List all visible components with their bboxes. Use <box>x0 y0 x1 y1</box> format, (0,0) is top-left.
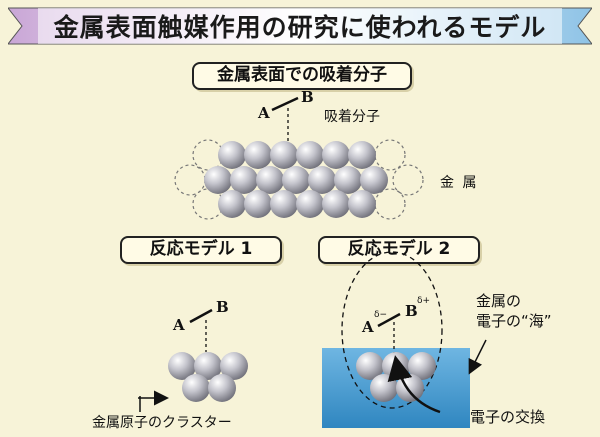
model2-atom-a: A <box>362 318 374 336</box>
atom-row-middle <box>204 166 388 194</box>
model1-bond <box>189 308 213 324</box>
top-adsorbed-molecule <box>271 96 299 142</box>
model2-delta-b: δ+ <box>417 296 431 306</box>
exchange-label: 電子の交換 <box>470 408 546 426</box>
sea-label-line1: 金属の <box>476 292 522 310</box>
model2-delta-a: δ− <box>374 310 388 320</box>
model2-sea <box>322 251 487 428</box>
model1-cluster <box>138 308 248 412</box>
atom-row-bottom <box>218 190 376 218</box>
metal-label: 金 属 <box>440 175 479 191</box>
model2-bond <box>377 312 401 328</box>
model1-atom-a: A <box>173 316 185 334</box>
sea-label-line2: 電子の“海” <box>476 312 552 330</box>
title-banner: 金属表面触媒作用の研究に使われるモデル <box>8 4 592 48</box>
metal-surface <box>174 139 424 220</box>
model1-heading: 反応モデル 1 <box>120 236 282 264</box>
atom-row-top <box>218 141 376 169</box>
model2-heading: 反応モデル 2 <box>318 236 480 264</box>
banner-ribbon <box>8 7 592 45</box>
model2-dashed-ellipse <box>341 251 443 409</box>
sea-pointer-arrow <box>468 339 487 375</box>
exchange-arrow <box>387 355 441 414</box>
model1-atom-b: B <box>216 298 229 316</box>
adsorbed-molecule-label: 吸着分子 <box>324 109 380 125</box>
top-atom-a: A <box>258 104 270 122</box>
cluster-label: 金属原子のクラスター <box>92 415 232 431</box>
page-title: 金属表面触媒作用の研究に使われるモデル <box>53 13 547 42</box>
top-atom-b: B <box>301 88 314 106</box>
top-section-heading: 金属表面での吸着分子 <box>192 62 412 90</box>
model2-atom-b: B <box>405 302 418 320</box>
